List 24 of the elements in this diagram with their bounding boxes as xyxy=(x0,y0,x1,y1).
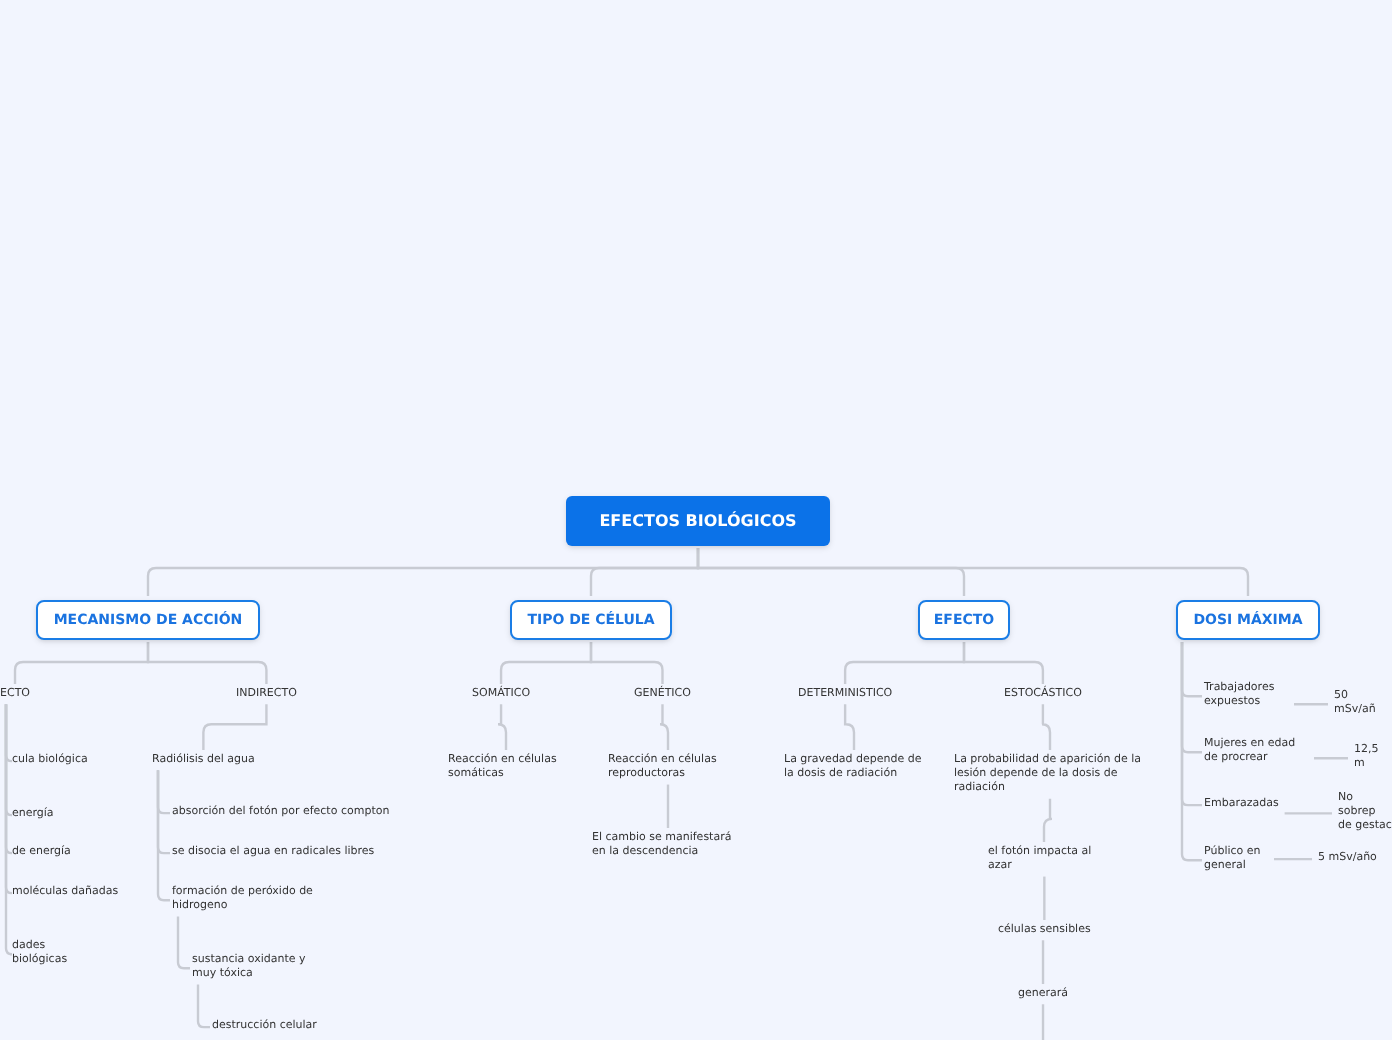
connector-line xyxy=(1274,857,1312,861)
connector-line xyxy=(196,984,210,1029)
connector-line xyxy=(156,770,170,902)
connector-line xyxy=(843,704,856,750)
connector-line xyxy=(496,704,508,750)
root-topic-box: EFECTOS BIOLÓGICOS xyxy=(566,496,830,546)
connector-line xyxy=(146,642,268,684)
connector-line xyxy=(666,784,670,828)
connector-line xyxy=(1284,812,1332,815)
connector-line xyxy=(589,642,664,684)
connector-line xyxy=(4,704,14,956)
connector-line xyxy=(1041,1004,1045,1040)
connector-line xyxy=(1314,757,1348,760)
connector-line xyxy=(1294,703,1328,706)
connector-line xyxy=(1180,642,1202,862)
connector-line xyxy=(658,704,670,750)
connector-line xyxy=(962,642,1045,684)
connector-line xyxy=(1043,876,1046,920)
connector-line xyxy=(1040,704,1052,750)
connector-line xyxy=(176,916,190,970)
connector-line xyxy=(1041,940,1045,984)
connector-line xyxy=(202,704,268,750)
connector-line xyxy=(1042,798,1054,842)
connector-line xyxy=(696,548,1250,596)
